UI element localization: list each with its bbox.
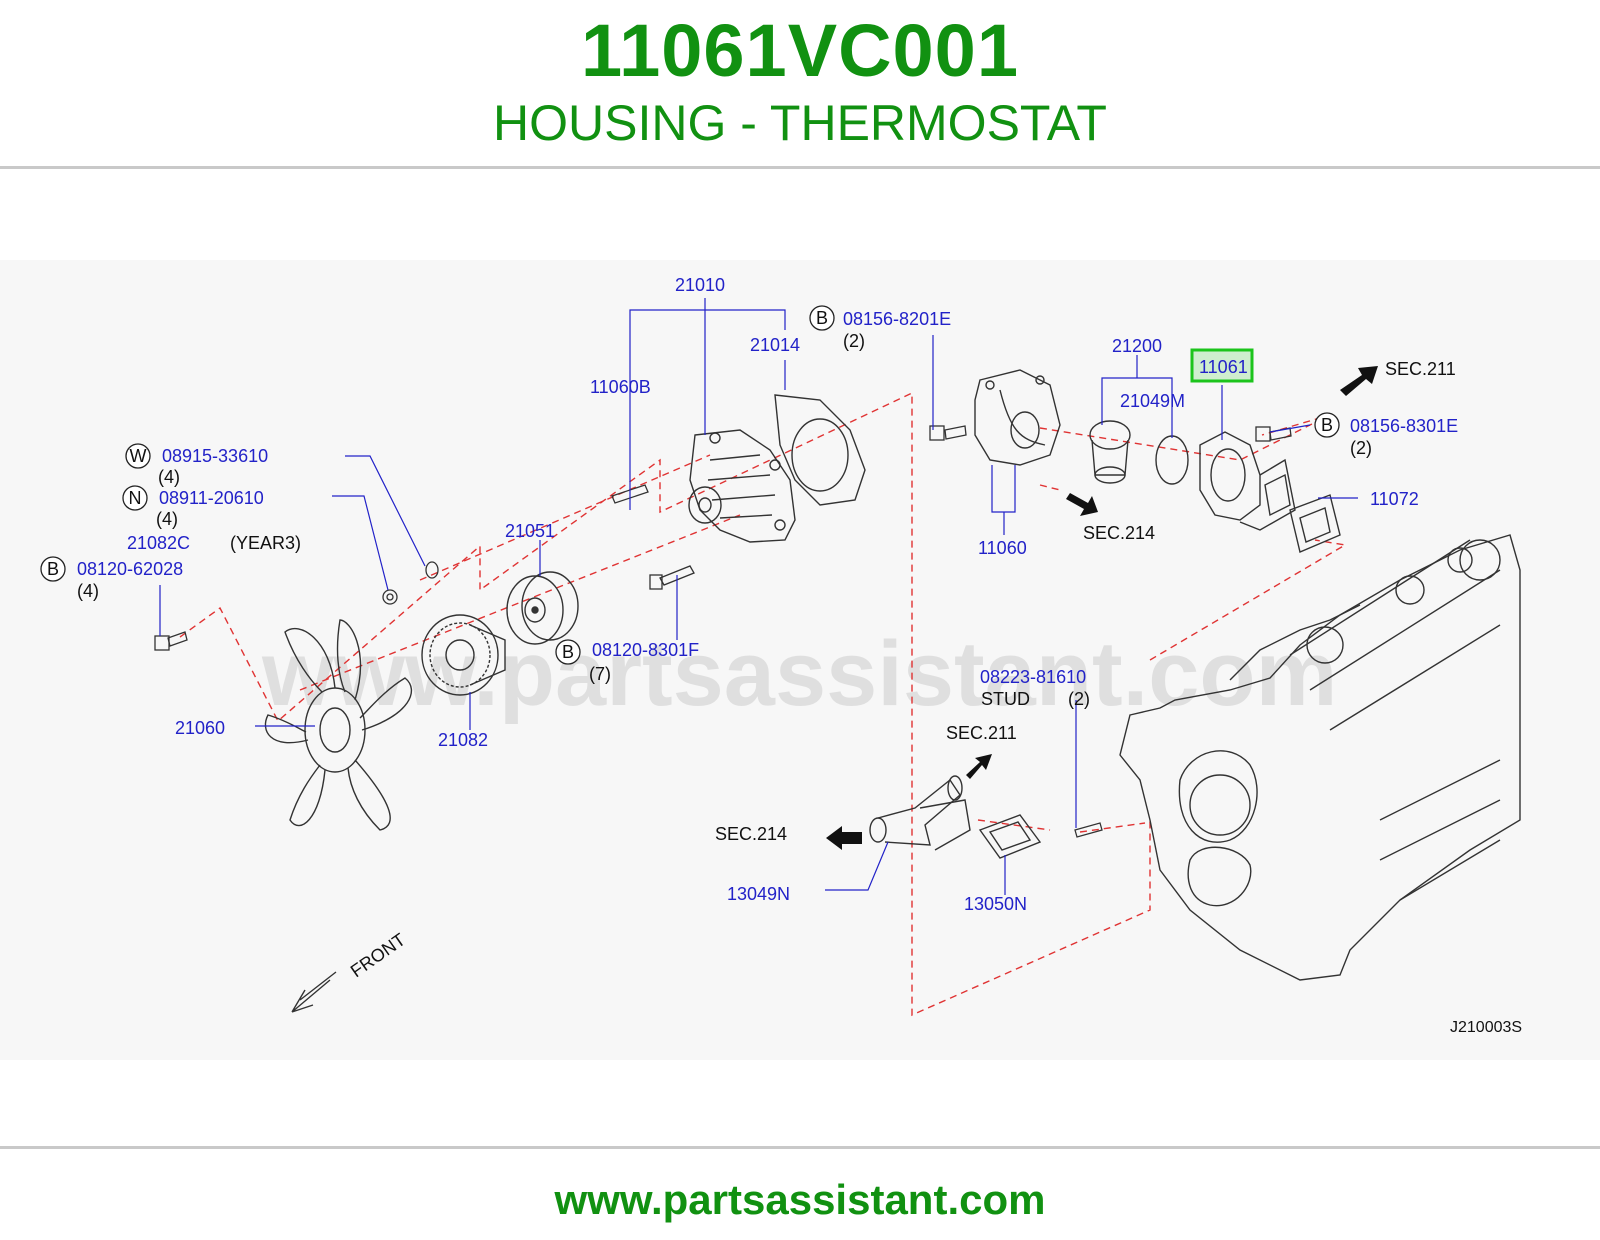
fasteners-illustration <box>154 425 1292 838</box>
sec214-arrow-left <box>826 826 862 850</box>
water-outlet-illustration <box>869 775 971 851</box>
sec211-arrow-mid <box>966 754 992 779</box>
qty-stud: (2) <box>1068 689 1090 709</box>
qty-08915-33610: (4) <box>158 467 180 487</box>
callout-labels: 21010 21014 11060B 08156-8201E (2) 21200… <box>77 275 1522 1036</box>
badge-bolt-1: B <box>816 308 828 328</box>
leader-lines <box>159 298 1358 895</box>
callout-21082[interactable]: 21082 <box>438 730 488 750</box>
callout-08120-8301f[interactable]: 08120-8301F <box>592 640 699 660</box>
badges <box>40 305 1340 665</box>
fan-illustration <box>264 619 413 831</box>
callout-21082c[interactable]: 21082C <box>127 533 190 553</box>
callout-08911-20610[interactable]: 08911-20610 <box>159 488 264 508</box>
engine-block-illustration <box>1119 534 1521 981</box>
thermostat-housing-illustration <box>974 369 1061 466</box>
callout-21049m[interactable]: 21049M <box>1120 391 1185 411</box>
qty-08120-62028: (4) <box>77 581 99 601</box>
qty-08120-8301f: (7) <box>589 664 611 684</box>
part-description: HOUSING - THERMOSTAT <box>493 95 1107 151</box>
callout-13050n[interactable]: 13050N <box>964 894 1027 914</box>
header: 11061VC001 HOUSING - THERMOSTAT <box>0 0 1600 170</box>
callout-21051[interactable]: 21051 <box>505 521 555 541</box>
pulley-illustration <box>506 571 579 645</box>
diagram-background <box>0 260 1600 1060</box>
pump-gasket-illustration <box>774 394 866 506</box>
callout-11060[interactable]: 11060 <box>978 538 1027 558</box>
diagram-code: J210003S <box>1450 1019 1522 1036</box>
watermark: www.partsassistant.com <box>261 623 1337 725</box>
qty-08156-8301e: (2) <box>1350 438 1372 458</box>
header-divider <box>0 166 1600 169</box>
callout-21010[interactable]: 21010 <box>675 275 725 295</box>
badge-washer: W <box>130 446 147 466</box>
parts-diagram: www.partsassistant.com <box>0 260 1600 1060</box>
thermostat-illustration <box>1089 420 1131 484</box>
sec214-arrow-top <box>1066 493 1098 516</box>
footer-divider <box>0 1146 1600 1149</box>
callout-21060[interactable]: 21060 <box>175 718 225 738</box>
callout-08156-8201e[interactable]: 08156-8201E <box>843 309 951 329</box>
fan-clutch-illustration <box>421 614 506 696</box>
year3-note: (YEAR3) <box>230 533 301 553</box>
callout-08915-33610[interactable]: 08915-33610 <box>162 446 268 466</box>
badge-bolt-4: B <box>562 642 574 662</box>
highlighted-part-box <box>1190 348 1254 383</box>
stud-label: STUD <box>981 689 1030 709</box>
qty-08156-8201e: (2) <box>843 331 865 351</box>
callout-08156-8301e[interactable]: 08156-8301E <box>1350 416 1458 436</box>
callout-21200[interactable]: 21200 <box>1112 336 1162 356</box>
badge-bolt-2: B <box>1321 415 1333 435</box>
water-pump-illustration <box>688 429 796 543</box>
callout-11060b[interactable]: 11060B <box>590 377 651 397</box>
badge-nut: N <box>129 488 142 508</box>
callout-08120-62028[interactable]: 08120-62028 <box>77 559 183 579</box>
sec211-arrow-top <box>1340 366 1378 396</box>
outlet-gasket-illustration <box>978 814 1042 859</box>
sec214-label-left: SEC.214 <box>715 824 787 844</box>
sec211-label-mid: SEC.211 <box>946 723 1017 743</box>
callout-11061-highlighted[interactable]: 11061 <box>1199 357 1248 377</box>
qty-08911-20610: (4) <box>156 509 178 529</box>
direction-arrows <box>826 366 1378 850</box>
callout-21014[interactable]: 21014 <box>750 335 800 355</box>
callout-11072[interactable]: 11072 <box>1370 489 1419 509</box>
badge-letters: B B W N B B <box>47 308 1333 662</box>
inlet-housing-illustration <box>1199 431 1296 531</box>
callout-13049n[interactable]: 13049N <box>727 884 790 904</box>
sec211-label-top: SEC.211 <box>1385 359 1456 379</box>
callout-08223-81610[interactable]: 08223-81610 <box>980 667 1086 687</box>
badge-bolt-3: B <box>47 559 59 579</box>
sec214-label-top: SEC.214 <box>1083 523 1155 543</box>
housing-gasket-illustration <box>1289 494 1341 553</box>
page-title: 11061VC001 <box>581 9 1019 92</box>
footer-url[interactable]: www.partsassistant.com <box>554 1176 1046 1223</box>
